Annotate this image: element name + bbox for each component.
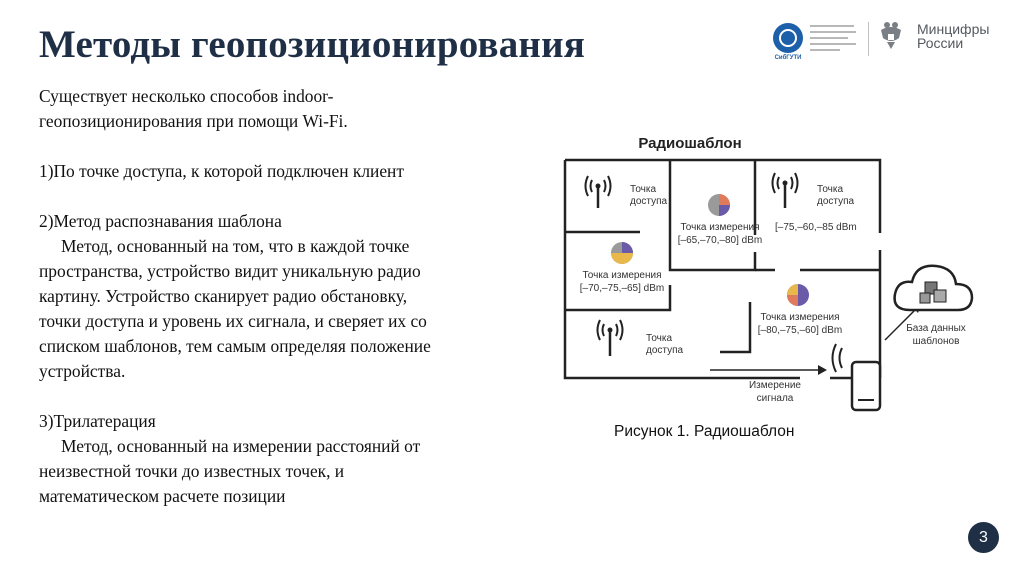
access-point-label: доступа xyxy=(630,196,668,207)
access-point-label: Точка xyxy=(630,184,656,195)
measurement-pie-icon xyxy=(708,194,730,216)
method2-line: пространства, устройство видит уникальну… xyxy=(39,261,421,281)
method3-line: Метод, основанный на измерении расстояни… xyxy=(61,436,421,456)
measure-label: сигнала xyxy=(757,393,794,404)
measurement-values: [–75,–60,–85 dBm xyxy=(775,222,857,233)
method2-line: устройства. xyxy=(39,361,126,381)
method3-line: математическом расчете позиции xyxy=(39,486,286,506)
arrow-head-icon xyxy=(818,365,827,375)
signal-waves-icon xyxy=(831,343,843,373)
page-number-badge: 3 xyxy=(968,522,999,553)
measurement-pie-icon xyxy=(611,242,633,264)
access-point-icon xyxy=(596,319,624,356)
ministry-line1: Минцифры xyxy=(917,21,990,37)
access-point-icon xyxy=(771,172,799,208)
intro-line: геопозиционирования при помощи Wi-Fi. xyxy=(39,111,348,131)
access-point-label: Точка xyxy=(817,184,843,195)
ministry-name: Минцифры России xyxy=(917,22,989,50)
radio-template-figure: Радиошаблон Точка доступа xyxy=(563,135,974,412)
university-fine-print xyxy=(810,25,858,55)
body-text: Существует несколько способов indoor- ге… xyxy=(39,84,539,509)
ministry-line2: России xyxy=(917,35,964,51)
database-label: шаблонов xyxy=(913,335,960,347)
measurement-values: [–70,–75,–65] dBm xyxy=(580,283,665,294)
measurement-pie-icon xyxy=(787,284,809,306)
university-emblem-icon xyxy=(773,23,803,53)
method1-text: 1)По точке доступа, к которой подключен … xyxy=(39,161,404,181)
method2-title: 2)Метод распознавания шаблона xyxy=(39,211,282,231)
measurement-values: [–65,–70,–80] dBm xyxy=(678,235,763,246)
eagle-emblem-icon xyxy=(881,22,901,49)
upload-arrow xyxy=(884,309,916,341)
smartphone-icon xyxy=(850,360,882,412)
intro-line: Существует несколько способов indoor- xyxy=(39,86,334,106)
access-point-icon xyxy=(584,175,612,208)
access-point-label: доступа xyxy=(817,196,855,207)
access-point-label: Точка xyxy=(646,333,672,344)
method2-line: Метод, основанный на том, что в каждой т… xyxy=(61,236,410,256)
cloud-database-icon xyxy=(893,264,974,312)
method2-line: списком шаблонов, тем самым определяя по… xyxy=(39,336,431,356)
figure-title: Радиошаблон xyxy=(638,135,741,152)
measure-label: Измерение xyxy=(749,380,801,391)
logo-divider xyxy=(868,22,869,56)
floor-plan xyxy=(563,158,882,380)
measurement-label: Точка измерения xyxy=(760,312,839,323)
measurement-label: Точка измерения xyxy=(680,222,759,233)
access-point-label: доступа xyxy=(646,345,684,356)
method3-line: неизвестной точки до известных точек, и xyxy=(39,461,345,481)
database-label: База данных xyxy=(906,323,966,334)
measurement-values: [–80,–75,–60] dBm xyxy=(758,325,843,336)
method2-line: картину. Устройство сканирует радио обст… xyxy=(39,286,408,306)
university-logo: СибГУТИ xyxy=(770,20,860,64)
method2-line: точки доступа и уровень их сигнала, и св… xyxy=(39,311,427,331)
measurement-label: Точка измерения xyxy=(582,270,661,281)
university-name: СибГУТИ xyxy=(774,55,802,61)
method3-title: 3)Трилатерация xyxy=(39,411,156,431)
slide-title: Методы геопозиционирования xyxy=(39,23,586,66)
figure-caption: Рисунок 1. Радиошаблон xyxy=(614,423,795,440)
